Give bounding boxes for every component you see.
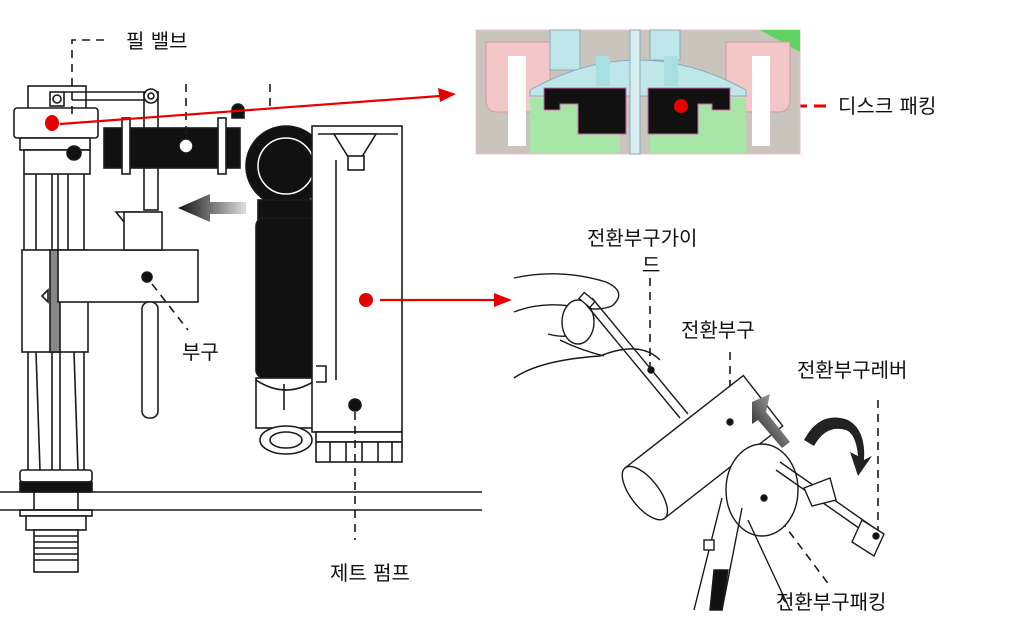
fill-valve-drawing [0, 85, 482, 573]
label-switch-float-packing: 전환부구패킹 [776, 590, 887, 614]
jet-pump-hose [245, 125, 327, 455]
label-jet-pump: 제트 펌프 [330, 561, 410, 585]
label-switch-float-guide-line2: 드 [642, 253, 661, 277]
up-arrow [752, 394, 790, 448]
jet-pump-marker [359, 293, 373, 307]
flow-direction-arrow [178, 194, 246, 222]
float-rod [114, 88, 163, 251]
label-fill-valve: 필 밸브 [126, 29, 188, 53]
disc-packing-inset [475, 29, 801, 155]
horizontal-pipe [103, 103, 245, 175]
rotate-arrow [804, 417, 872, 476]
label-float: 부구 [182, 340, 219, 364]
fill-valve-leader [71, 39, 104, 120]
fill-valve-marker [45, 115, 59, 131]
callout-arrowhead-top [438, 88, 456, 102]
red-callouts [45, 88, 512, 307]
jet-pump-marker-dot [348, 398, 362, 412]
switch-float-drawing [513, 273, 885, 611]
callout-arrowhead-right [494, 293, 512, 307]
float-leader [151, 283, 189, 331]
label-switch-float-lever: 전환부구레버 [797, 358, 908, 382]
jet-pump-body [311, 125, 403, 463]
label-switch-float-guide-line1: 전환부구가이 [587, 226, 698, 250]
label-switch-float: 전환부구 [681, 318, 755, 342]
float-block [57, 249, 199, 303]
float-marker-dot [141, 271, 153, 283]
disc-packing-marker [674, 99, 688, 113]
label-disc-packing: 디스크 패킹 [838, 94, 937, 118]
